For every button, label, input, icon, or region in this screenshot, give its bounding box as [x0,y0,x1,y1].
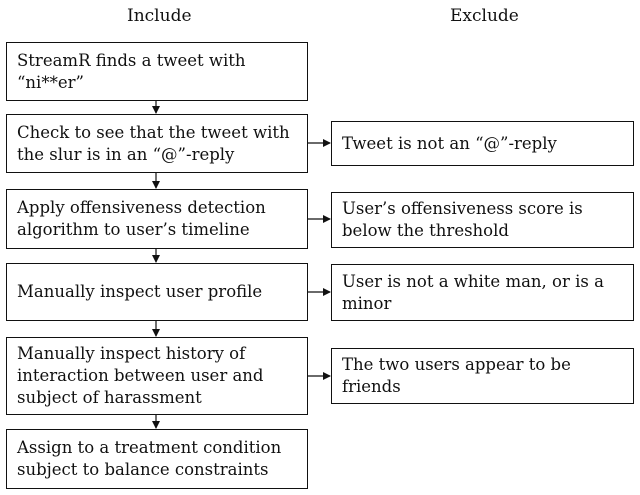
include-step-2-text: Check to see that the tweet with the slu… [17,122,290,164]
include-step-5-text: Manually inspect history of interaction … [17,344,264,407]
include-step-1: StreamR finds a tweet with “ni**er” [6,42,308,101]
include-step-6-text: Assign to a treatment condition subject … [17,438,282,479]
include-step-4: Manually inspect user profile [6,263,308,321]
include-step-4-text: Manually inspect user profile [17,282,263,301]
exclude-reason-1: Tweet is not an “@”-reply [331,121,634,166]
include-step-1-text: StreamR finds a tweet with “ni**er” [17,50,246,92]
exclude-header: Exclude [450,6,519,26]
exclude-reason-3-text: User is not a white man, or is a minor [342,271,604,313]
exclude-reason-4: The two users appear to be friends [331,348,634,404]
include-step-3-text: Apply offensiveness detection algorithm … [17,198,266,239]
exclude-reason-3: User is not a white man, or is a minor [331,264,634,321]
exclude-reason-4-text: The two users appear to be friends [342,355,571,396]
exclude-reason-1-text: Tweet is not an “@”-reply [342,133,557,153]
include-step-2: Check to see that the tweet with the slu… [6,114,308,173]
include-step-3: Apply offensiveness detection algorithm … [6,189,308,249]
exclude-reason-2-text: User’s offensiveness score is below the … [342,199,583,240]
exclude-reason-2: User’s offensiveness score is below the … [331,192,634,248]
include-header: Include [127,6,192,26]
include-step-5: Manually inspect history of interaction … [6,337,308,415]
include-step-6: Assign to a treatment condition subject … [6,429,308,489]
